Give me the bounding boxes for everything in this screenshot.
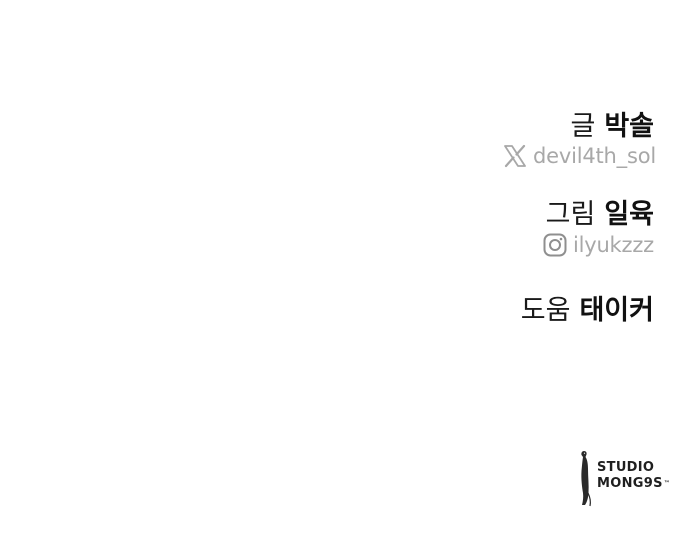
writer-role-label: 글 — [570, 111, 596, 142]
writer-credit: 글 박솔 — [570, 104, 654, 143]
trademark-mark: ™ — [663, 480, 671, 487]
writer-name: 박솔 — [604, 111, 654, 142]
instagram-icon — [543, 233, 567, 257]
assistant-credit: 도움 태이커 — [521, 288, 654, 327]
artist-credit: 그림 일육 — [546, 192, 654, 231]
studio-wordmark: STUDIO MONG9S™ — [597, 460, 670, 492]
writer-handle-text: devil4th_sol — [533, 144, 656, 168]
artist-handle-text: ilyukzzz — [572, 233, 654, 257]
studio-line-2-wrap: MONG9S™ — [597, 476, 670, 492]
artist-role-label: 그림 — [545, 199, 596, 230]
artist-sns-handle[interactable]: ilyukzzz — [542, 232, 654, 258]
meerkat-icon — [581, 451, 591, 507]
assistant-name: 태이커 — [579, 295, 654, 326]
studio-line-1: STUDIO — [597, 460, 655, 475]
x-logo-icon — [504, 144, 526, 168]
assistant-role-label: 도움 — [520, 295, 571, 326]
studio-logo: STUDIO MONG9S™ — [576, 449, 676, 509]
studio-line-2: MONG9S — [597, 476, 663, 491]
artist-name: 일육 — [604, 199, 654, 230]
writer-sns-handle[interactable]: devil4th_sol — [502, 143, 656, 169]
